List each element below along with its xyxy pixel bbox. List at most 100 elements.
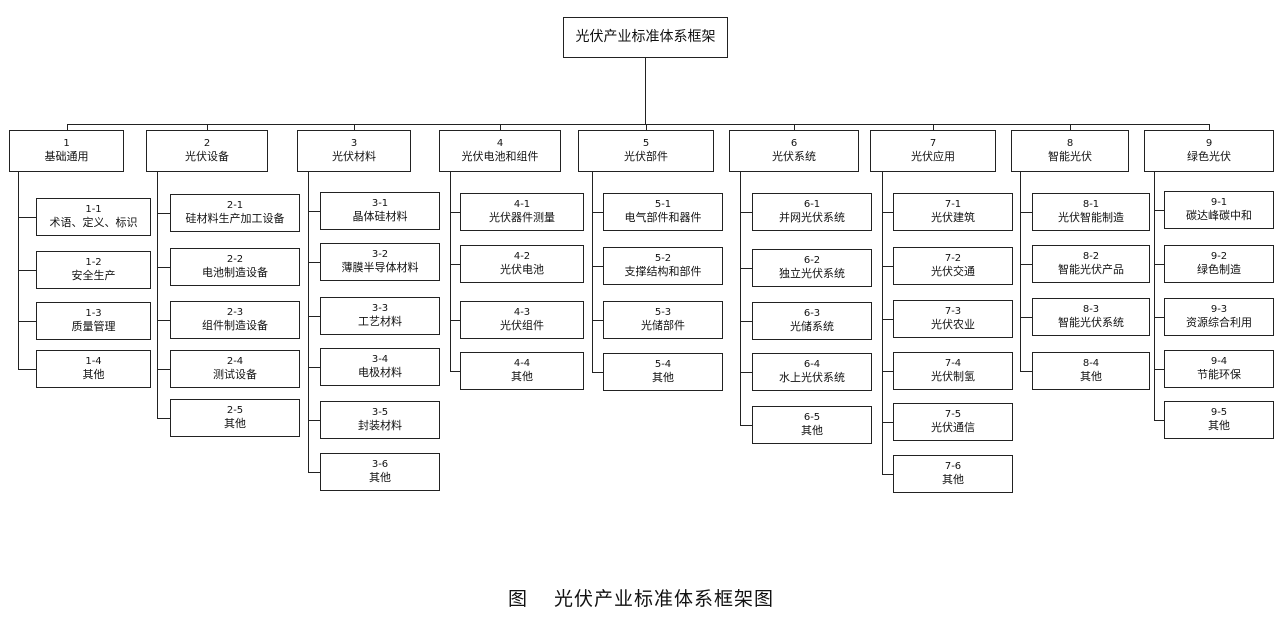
category-number: 2 [203, 137, 211, 149]
item-number: 6-4 [803, 358, 821, 370]
item-number: 1-2 [85, 256, 102, 268]
category-spine [1154, 172, 1155, 421]
item-number: 5-4 [654, 358, 672, 370]
item-label: 封装材料 [358, 419, 402, 433]
item-branch-line [18, 217, 36, 218]
category-number: 1 [63, 137, 70, 149]
category-number: 4 [496, 137, 504, 149]
caption-title: 光伏产业标准体系框架图 [554, 588, 775, 610]
item-branch-line [740, 372, 752, 373]
item-number: 3-4 [371, 353, 389, 365]
category-drop-line [1209, 124, 1210, 130]
item-number: 5-2 [654, 252, 672, 264]
category-spine [157, 172, 158, 419]
item-branch-line [1020, 317, 1032, 318]
item-label: 晶体硅材料 [352, 210, 408, 224]
item-number: 4-3 [513, 306, 531, 318]
item-label: 工艺材料 [358, 315, 402, 329]
category-drop-line [646, 124, 647, 130]
category-number: 5 [642, 137, 650, 149]
item-branch-line [450, 212, 460, 213]
item-label: 测试设备 [213, 368, 257, 382]
item-branch-line [308, 316, 320, 317]
item-number: 8-2 [1082, 250, 1100, 262]
item-branch-line [450, 371, 460, 372]
item-branch-line [740, 321, 752, 322]
item-branch-line [592, 320, 603, 321]
item-label: 并网光伏系统 [779, 211, 845, 225]
item-label: 薄膜半导体材料 [341, 261, 419, 275]
category-label: 智能光伏 [1048, 150, 1092, 164]
item-number: 2-4 [226, 355, 244, 367]
category-drop-line [207, 124, 208, 130]
item-label: 电极材料 [358, 366, 402, 380]
item-number: 1-3 [85, 307, 102, 319]
item-branch-line [308, 262, 320, 263]
category-label: 光伏电池和组件 [461, 150, 539, 164]
item-label: 碳达峰碳中和 [1186, 209, 1252, 223]
item-branch-line [450, 320, 460, 321]
item-number: 4-1 [513, 198, 531, 210]
item-label: 其他 [652, 371, 674, 385]
item-branch-line [1154, 317, 1164, 318]
item-number: 7-6 [944, 460, 962, 472]
item-number: 2-1 [226, 199, 244, 211]
item-branch-line [882, 422, 893, 423]
item-label: 硅材料生产加工设备 [185, 212, 285, 226]
category-spine [882, 172, 883, 475]
item-branch-line [592, 212, 603, 213]
item-number: 7-4 [944, 357, 962, 369]
category-drop-line [794, 124, 795, 130]
item-label: 节能环保 [1197, 368, 1241, 382]
item-branch-line [308, 367, 320, 368]
category-label: 光伏设备 [185, 150, 229, 164]
item-number: 6-3 [803, 307, 821, 319]
item-branch-line [157, 267, 170, 268]
category-drop-line [354, 124, 355, 130]
item-branch-line [592, 266, 603, 267]
item-branch-line [882, 266, 893, 267]
item-branch-line [1020, 264, 1032, 265]
root-node: 光伏产业标准体系框架 [563, 17, 728, 58]
item-branch-line [740, 425, 752, 426]
category-label: 光伏应用 [911, 150, 955, 164]
item-number: 3-2 [371, 248, 389, 260]
item-branch-line [157, 320, 170, 321]
item-branch-line [18, 369, 36, 370]
item-number: 3-3 [371, 302, 389, 314]
item-number: 4-2 [513, 250, 531, 262]
item-number: 1-1 [85, 203, 102, 215]
category-number: 8 [1066, 137, 1074, 149]
item-label: 电池制造设备 [202, 266, 268, 280]
category-spine [1020, 172, 1021, 372]
item-label: 电气部件和器件 [624, 211, 702, 225]
item-branch-line [450, 264, 460, 265]
item-number: 2-5 [226, 404, 244, 416]
item-label: 资源综合利用 [1186, 316, 1252, 330]
item-label: 其他 [511, 370, 533, 384]
